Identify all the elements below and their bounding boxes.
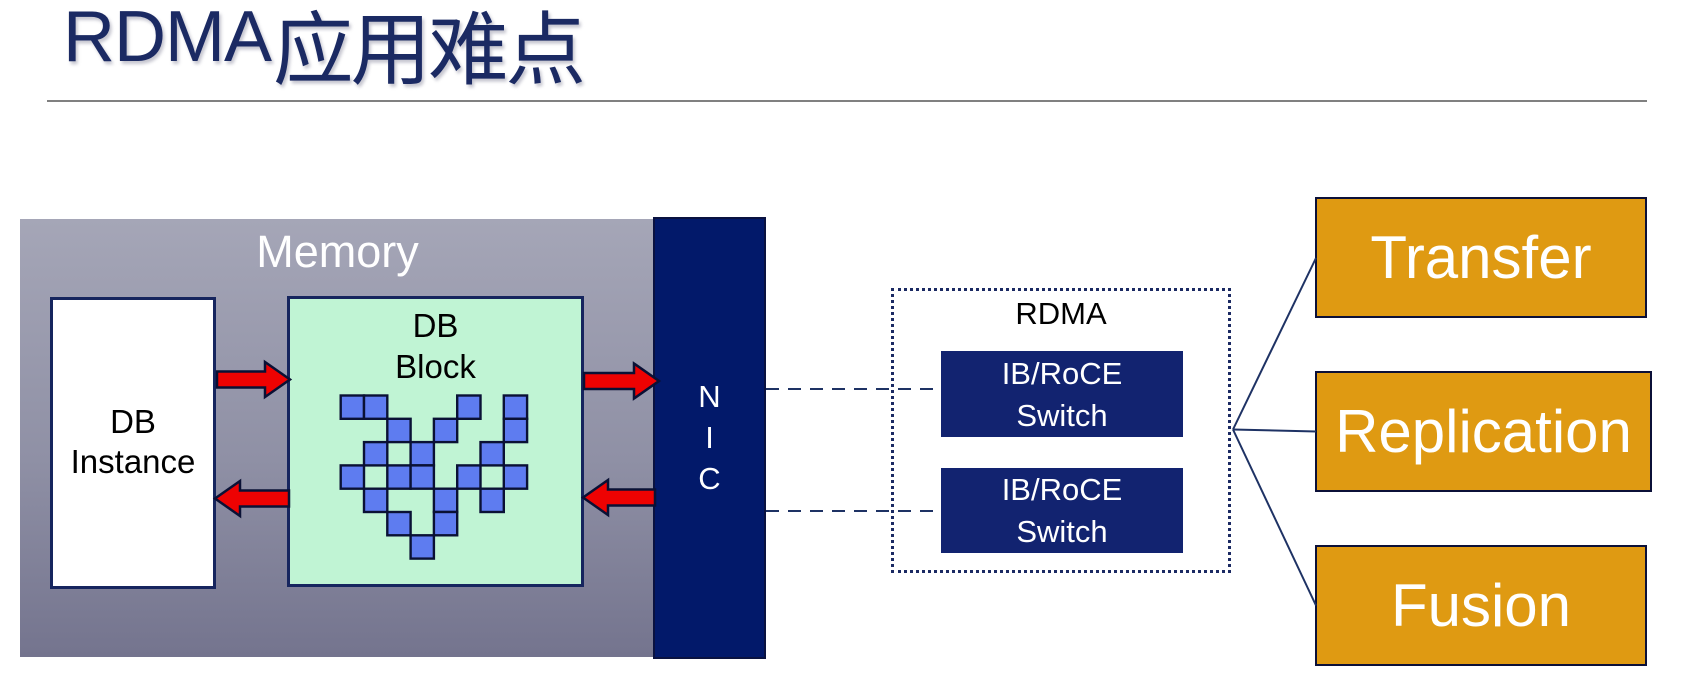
fan-line-transfer bbox=[1232, 257, 1317, 430]
switch-1-line1: IB/RoCE bbox=[1001, 355, 1123, 391]
nic-box bbox=[653, 217, 766, 659]
memory-label: Memory bbox=[256, 226, 419, 277]
title-glyph-ying bbox=[275, 9, 350, 86]
switch-2-line2: Switch bbox=[1016, 514, 1108, 549]
target-fusion-label: Fusion bbox=[1390, 572, 1572, 639]
target-replication-label: Replication bbox=[1335, 398, 1632, 465]
db-block-label: DB Block bbox=[287, 305, 584, 387]
ib-roce-switch-1: IB/RoCE Switch bbox=[941, 351, 1183, 437]
ib-roce-switch-2: IB/RoCE Switch bbox=[941, 468, 1183, 553]
nic-label: N I C bbox=[698, 379, 721, 496]
title-glyph-nan bbox=[430, 10, 505, 85]
target-box-transfer: Transfer bbox=[1315, 197, 1647, 318]
title-glyph-dian bbox=[508, 10, 583, 85]
switch-2-line1: IB/RoCE bbox=[1001, 472, 1123, 507]
fan-line-fusion bbox=[1232, 429, 1317, 606]
title-underline bbox=[47, 100, 1647, 102]
db-instance-line2: Instance bbox=[70, 443, 196, 480]
target-box-replication: Replication bbox=[1315, 371, 1652, 492]
target-box-fusion: Fusion bbox=[1315, 545, 1647, 666]
rdma-group-label: RDMA bbox=[1015, 296, 1107, 331]
target-transfer-label: Transfer bbox=[1370, 224, 1592, 291]
fan-line-replication bbox=[1232, 428, 1317, 433]
title-glyph-yong bbox=[353, 16, 422, 85]
switch-1-line2: Switch bbox=[1016, 397, 1108, 433]
db-block-line2: Block bbox=[395, 348, 476, 385]
db-instance-box bbox=[50, 297, 216, 589]
db-instance-label: DB Instance bbox=[50, 402, 216, 482]
page-title-latin: RDMA bbox=[63, 0, 272, 77]
db-instance-line1: DB bbox=[110, 403, 156, 440]
db-block-line1: DB bbox=[412, 307, 459, 344]
page-title-cjk bbox=[275, 9, 583, 86]
